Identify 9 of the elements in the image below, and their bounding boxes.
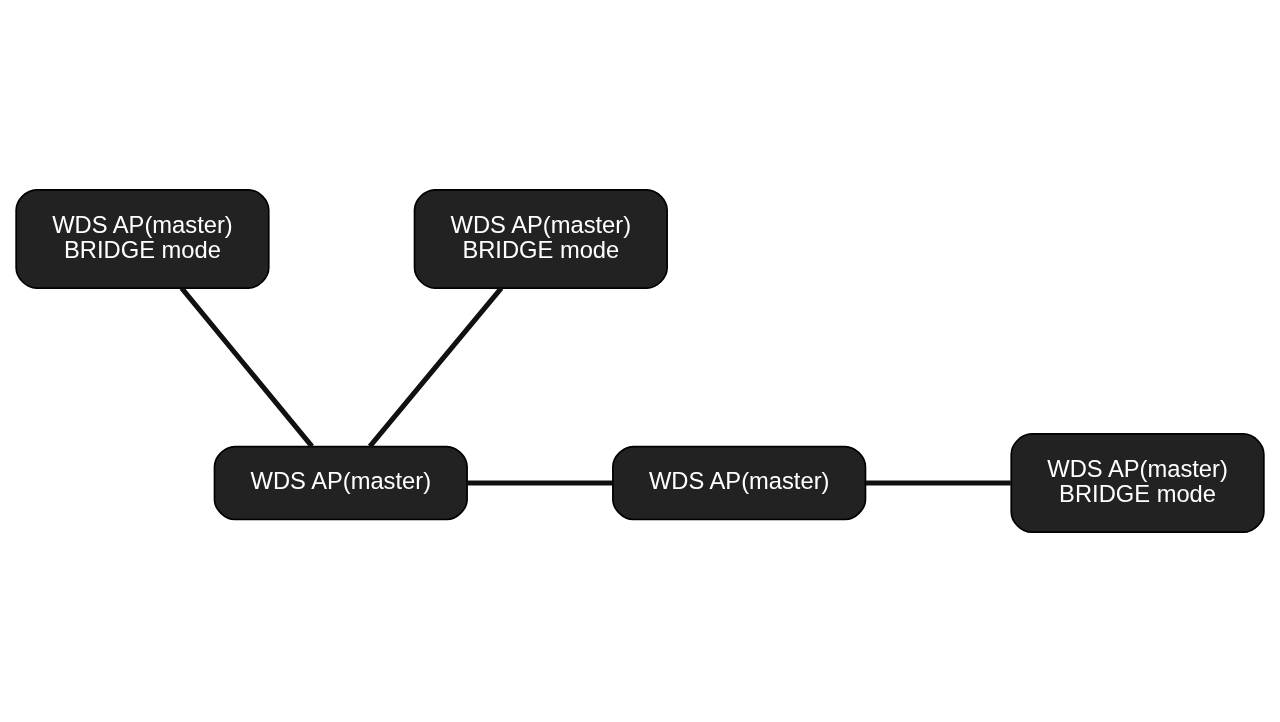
connector: [367, 286, 504, 449]
connector: [179, 286, 314, 448]
connector: [866, 480, 1011, 486]
node-box: WDS AP(master): [612, 445, 867, 521]
node-box: WDS AP(master) BRIDGE mode: [15, 188, 270, 289]
connector: [467, 480, 613, 486]
node-box: WDS AP(master) BRIDGE mode: [1010, 433, 1265, 534]
node-box: WDS AP(master) BRIDGE mode: [413, 188, 668, 289]
node-box: WDS AP(master): [213, 445, 468, 521]
